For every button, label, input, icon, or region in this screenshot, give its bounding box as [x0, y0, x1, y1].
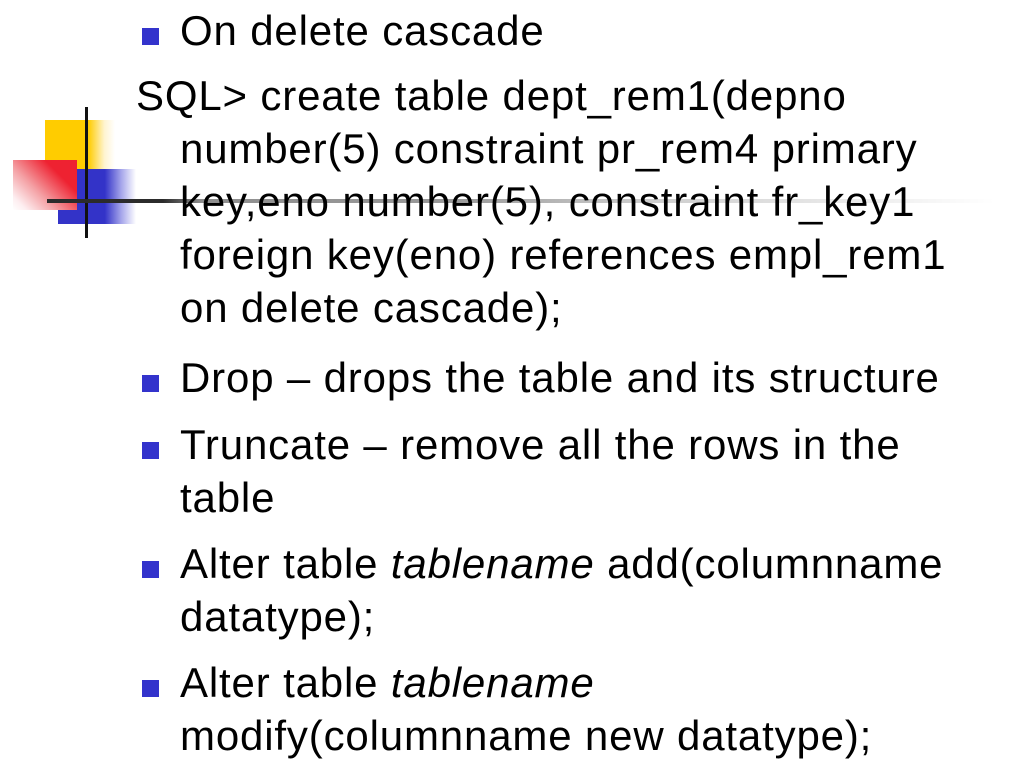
- bullet-item-alter-modify: Alter table tablename modify(columnname …: [0, 656, 1020, 762]
- paragraph-sql-create-table: SQL> create table dept_rem1(depno number…: [0, 69, 1020, 334]
- italic-text-segment: tablename: [390, 659, 595, 706]
- text-line: key,eno number(5), constraint fr_key1: [180, 178, 916, 225]
- bullet-icon: [142, 561, 159, 578]
- text-line: table: [180, 474, 276, 521]
- text-line: modify(columnname new datatype);: [180, 712, 873, 759]
- bullet-item-drop: Drop – drops the table and its structure: [0, 351, 1020, 404]
- text-segment: Alter table: [180, 659, 391, 706]
- bullet-icon: [142, 442, 159, 459]
- text-line: foreign key(eno) references empl_rem1: [180, 231, 947, 278]
- italic-text-segment: tablename: [390, 540, 595, 587]
- bullet-icon: [142, 28, 159, 45]
- text-line: SQL> create table dept_rem1(depno: [136, 72, 847, 119]
- bullet-icon: [142, 680, 159, 697]
- text-line: Alter table tablename: [0, 656, 1020, 709]
- text-segment: add(columnname: [594, 540, 944, 587]
- text-segment: Alter table: [180, 540, 391, 587]
- text-line: Alter table tablename add(columnname: [0, 537, 1020, 590]
- text-line: On delete cascade: [180, 7, 545, 54]
- bullet-item-truncate: Truncate – remove all the rows in the ta…: [0, 418, 1020, 524]
- decor-crosshair-horizontal-line: [47, 199, 1014, 203]
- bullet-item-on-delete-cascade: On delete cascade: [0, 4, 1020, 57]
- bullet-item-alter-add: Alter table tablename add(columnname dat…: [0, 537, 1020, 643]
- text-line: Drop – drops the table and its structure: [180, 354, 940, 401]
- text-line: Truncate – remove all the rows in the: [180, 421, 901, 468]
- text-line: datatype);: [180, 593, 376, 640]
- decor-crosshair-vertical-line: [85, 107, 88, 238]
- text-line: number(5) constraint pr_rem4 primary: [180, 125, 918, 172]
- bullet-icon: [142, 375, 159, 392]
- text-line: on delete cascade);: [180, 284, 563, 331]
